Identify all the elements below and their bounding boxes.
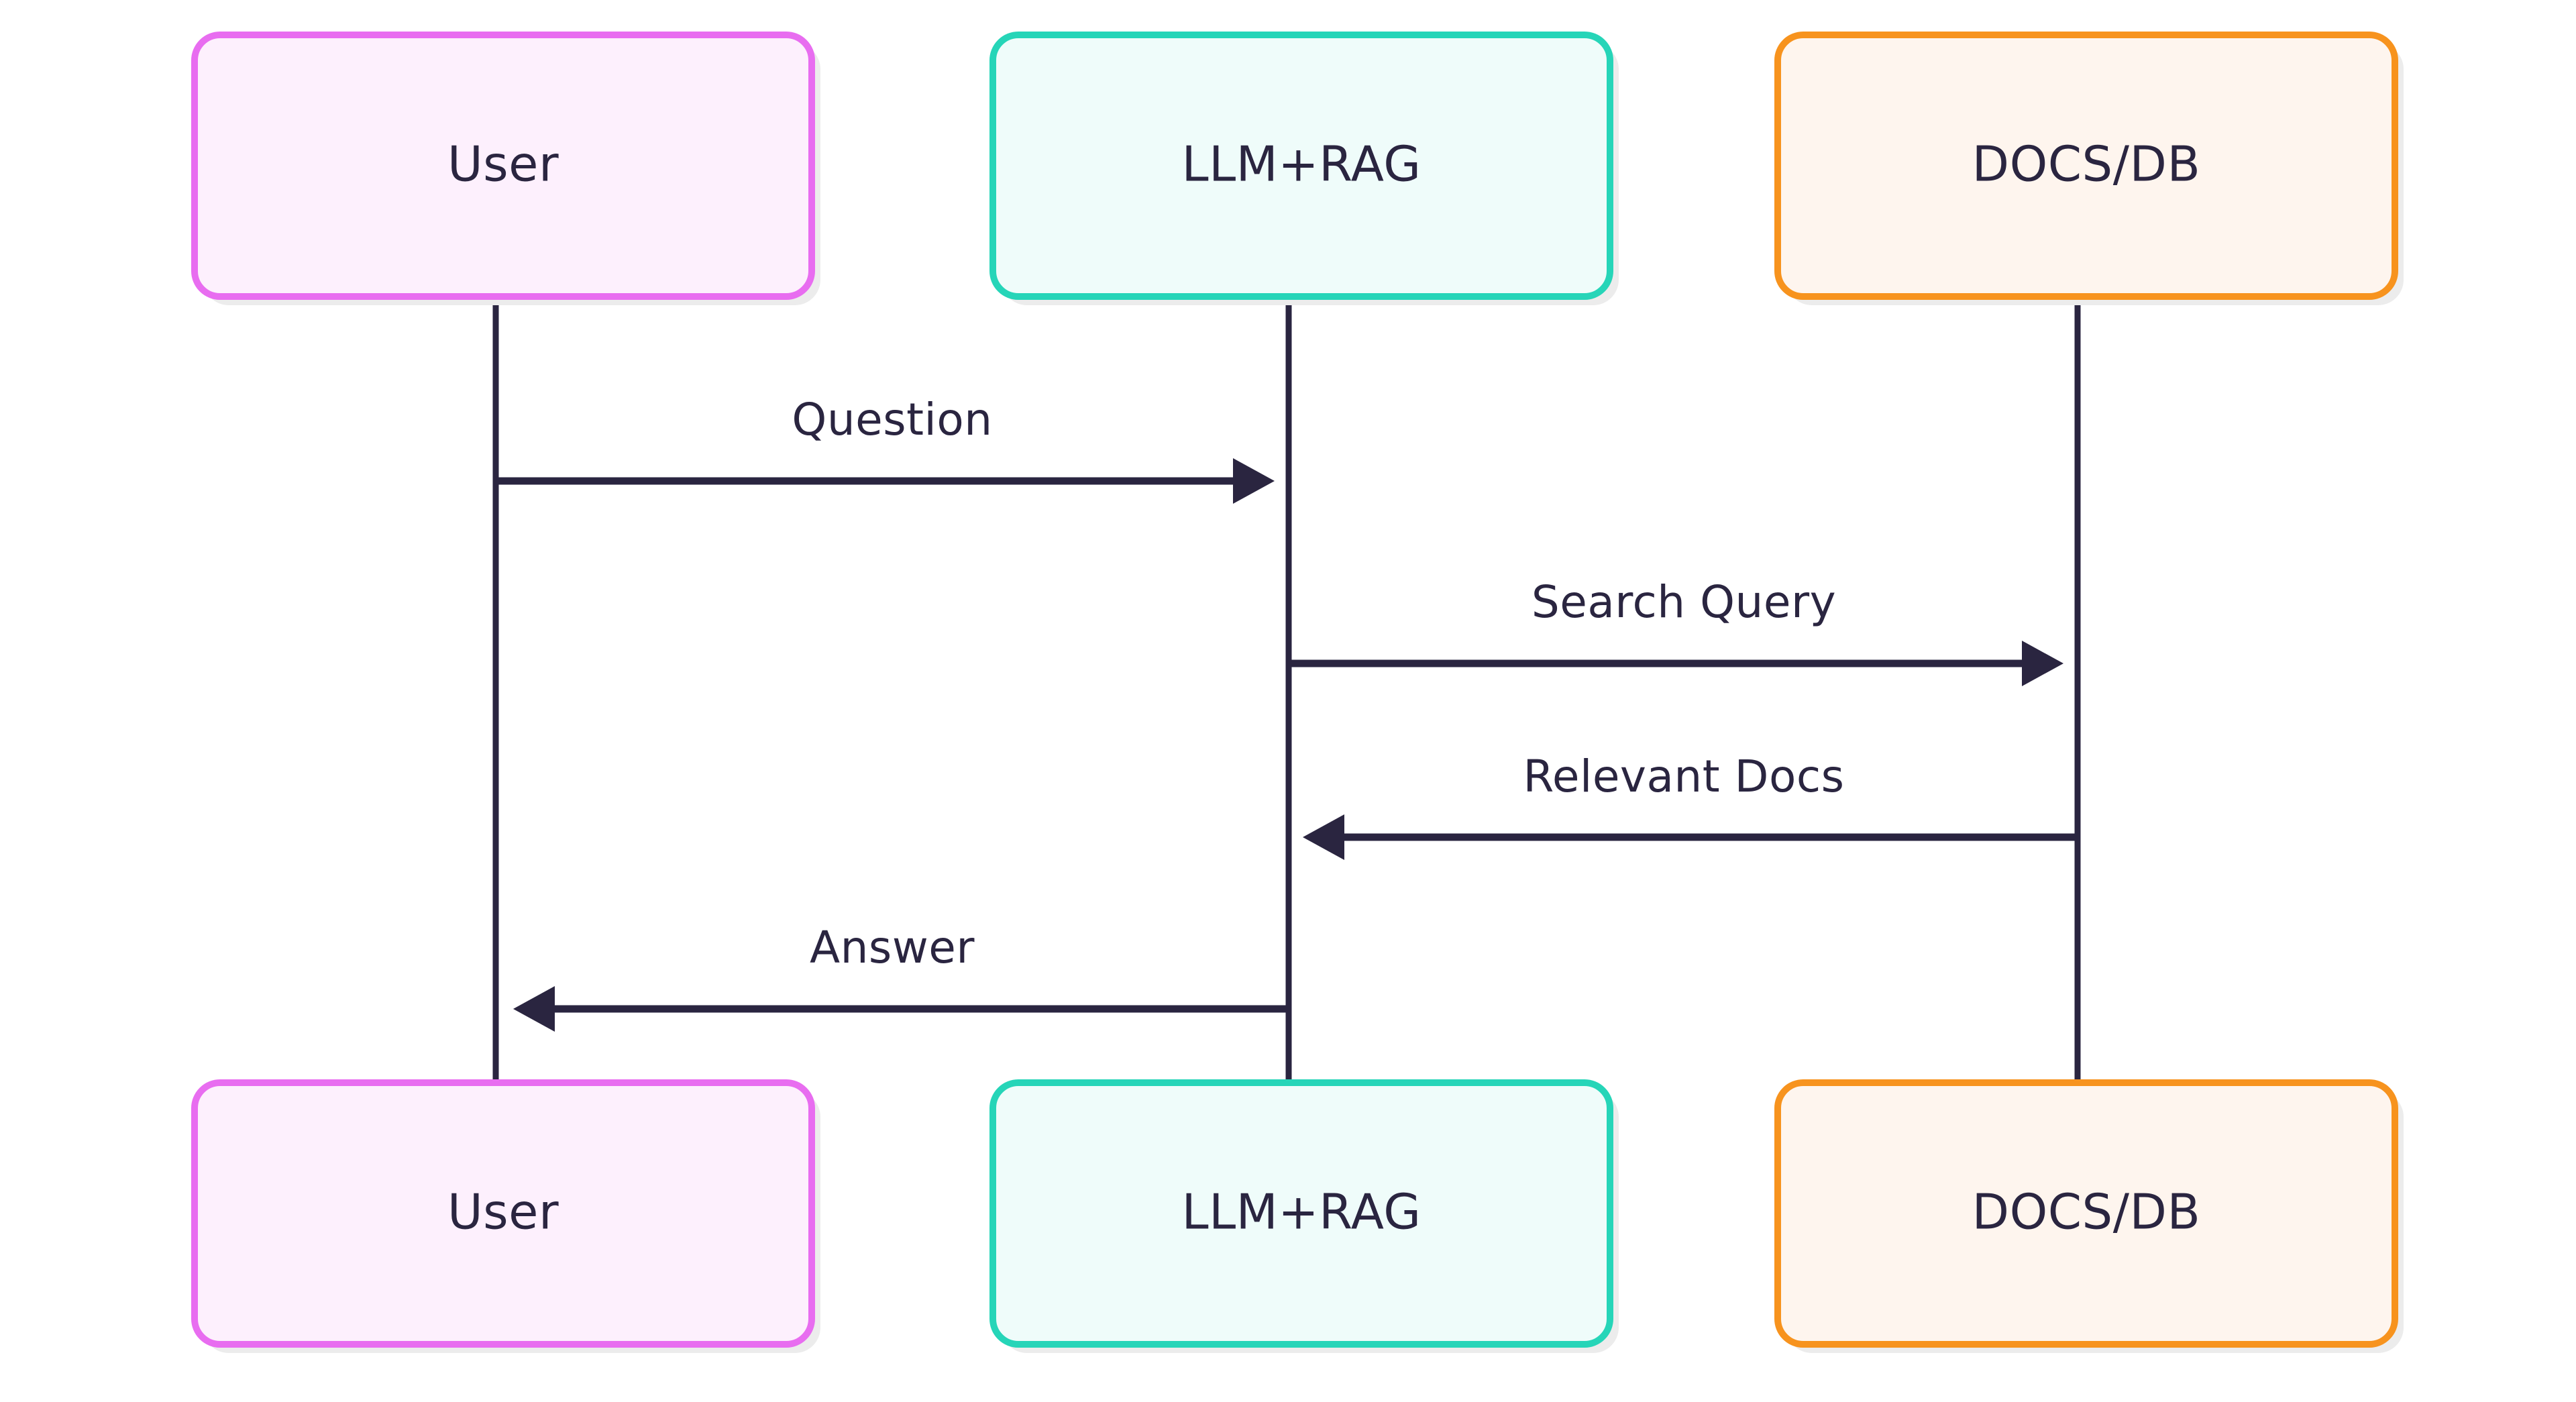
message-question[interactable]: Question <box>498 394 1275 504</box>
message-label-question: Question <box>792 394 992 445</box>
messages-group: Question Search Query Relevant Docs Answ… <box>498 394 2075 1032</box>
message-label-answer: Answer <box>810 922 975 973</box>
participant-box-docs-top[interactable]: DOCS/DB <box>1774 32 2404 305</box>
participant-rect-llm-bottom <box>989 1079 1613 1348</box>
participant-boxes-bottom: User LLM+RAG DOCS/DB <box>191 1079 2404 1353</box>
participant-box-docs-bottom[interactable]: DOCS/DB <box>1774 1079 2404 1353</box>
message-search-query[interactable]: Search Query <box>1291 576 2063 686</box>
arrowhead-right-question <box>1233 458 1275 504</box>
participant-label-user-bottom: User <box>447 1184 559 1240</box>
participant-box-llm-bottom[interactable]: LLM+RAG <box>989 1079 1619 1353</box>
message-label-relevant-docs: Relevant Docs <box>1523 751 1844 802</box>
participant-box-user-top[interactable]: User <box>191 32 820 305</box>
participant-label-docs-bottom: DOCS/DB <box>1972 1184 2201 1240</box>
participant-label-llm-top: LLM+RAG <box>1181 136 1421 193</box>
participant-box-llm-top[interactable]: LLM+RAG <box>989 32 1619 305</box>
message-answer[interactable]: Answer <box>513 922 1286 1032</box>
participant-label-llm-bottom: LLM+RAG <box>1181 1184 1421 1240</box>
participant-boxes-top: User LLM+RAG DOCS/DB <box>191 32 2404 305</box>
message-label-search-query: Search Query <box>1532 576 1836 628</box>
participant-rect-user-top <box>191 32 815 300</box>
participant-label-user-top: User <box>447 136 559 193</box>
participant-label-docs-top: DOCS/DB <box>1972 136 2201 193</box>
arrowhead-left-relevant-docs <box>1303 814 1344 860</box>
participant-box-user-bottom[interactable]: User <box>191 1079 820 1353</box>
arrowhead-right-search-query <box>2022 641 2063 686</box>
participant-rect-docs-bottom <box>1774 1079 2398 1348</box>
participant-rect-docs-top <box>1774 32 2398 300</box>
participant-rect-user-bottom <box>191 1079 815 1348</box>
lifelines-group <box>492 296 2081 1089</box>
arrowhead-left-answer <box>513 986 555 1032</box>
message-relevant-docs[interactable]: Relevant Docs <box>1303 751 2075 860</box>
participant-rect-llm-top <box>989 32 1613 300</box>
